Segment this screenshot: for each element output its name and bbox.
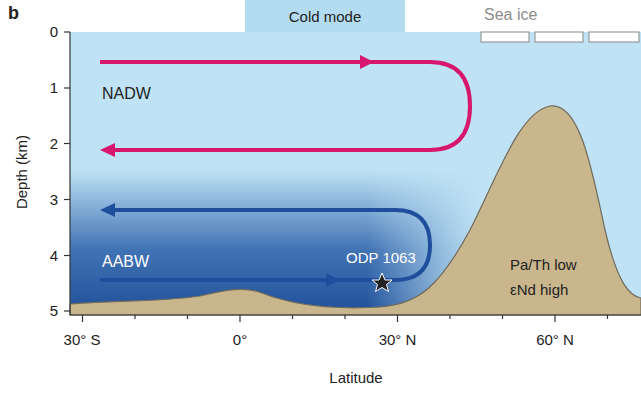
nadw-loop (100, 62, 470, 150)
proxy-label: Pa/Th low (510, 257, 577, 274)
axis-tick-label: 0° (233, 332, 247, 349)
ocean (70, 32, 641, 315)
axis-tick-label: 30° N (379, 332, 417, 349)
axis-tick (502, 315, 503, 319)
axis-tick-label: 1 (50, 80, 58, 97)
axis-tick (449, 315, 450, 319)
axis-tick (239, 315, 240, 322)
arrowhead (326, 273, 340, 287)
axis-tick (344, 315, 345, 319)
axis-tick (292, 315, 293, 319)
axis-tick (554, 315, 555, 322)
seafloor (70, 106, 641, 315)
panel-letter: b (8, 4, 19, 24)
axis-tick-label: 0 (50, 24, 58, 41)
axis-tick (187, 315, 188, 319)
axis-tick (64, 87, 70, 88)
arrowhead (100, 143, 115, 157)
axis-tick-label: 60° N (536, 332, 574, 349)
axis-tick-label: 5 (50, 303, 58, 320)
water-mass-label: NADW (102, 85, 151, 103)
sea-ice (481, 32, 639, 42)
core-site-star (372, 273, 392, 292)
axis-tick-label: 2 (50, 135, 58, 152)
axis-title: Latitude (329, 370, 382, 387)
proxy-label: εNd high (510, 282, 568, 299)
axis-tick (64, 310, 70, 311)
axis-tick (64, 255, 70, 256)
band-label: Cold mode (289, 8, 362, 25)
axes (64, 32, 641, 322)
axis-tick-label: 4 (50, 247, 58, 264)
aabw-loop (100, 210, 430, 280)
arrowhead (100, 203, 115, 217)
sea-ice-label: Sea ice (484, 6, 537, 24)
axis-tick (82, 315, 83, 322)
axis-tick (64, 31, 70, 32)
axis-tick-label: 30° S (64, 332, 101, 349)
axis-tick-label: 3 (50, 191, 58, 208)
axis-title: Depth (km) (14, 135, 31, 209)
water-mass-label: AABW (102, 253, 149, 271)
axis-tick (607, 315, 608, 319)
axis-tick (64, 143, 70, 144)
site-label: ODP 1063 (346, 250, 416, 267)
axis-tick (64, 199, 70, 200)
axis-tick (134, 315, 135, 319)
arrowhead (360, 55, 374, 69)
mode-band: Cold mode (245, 0, 405, 32)
axis-tick (397, 315, 398, 322)
